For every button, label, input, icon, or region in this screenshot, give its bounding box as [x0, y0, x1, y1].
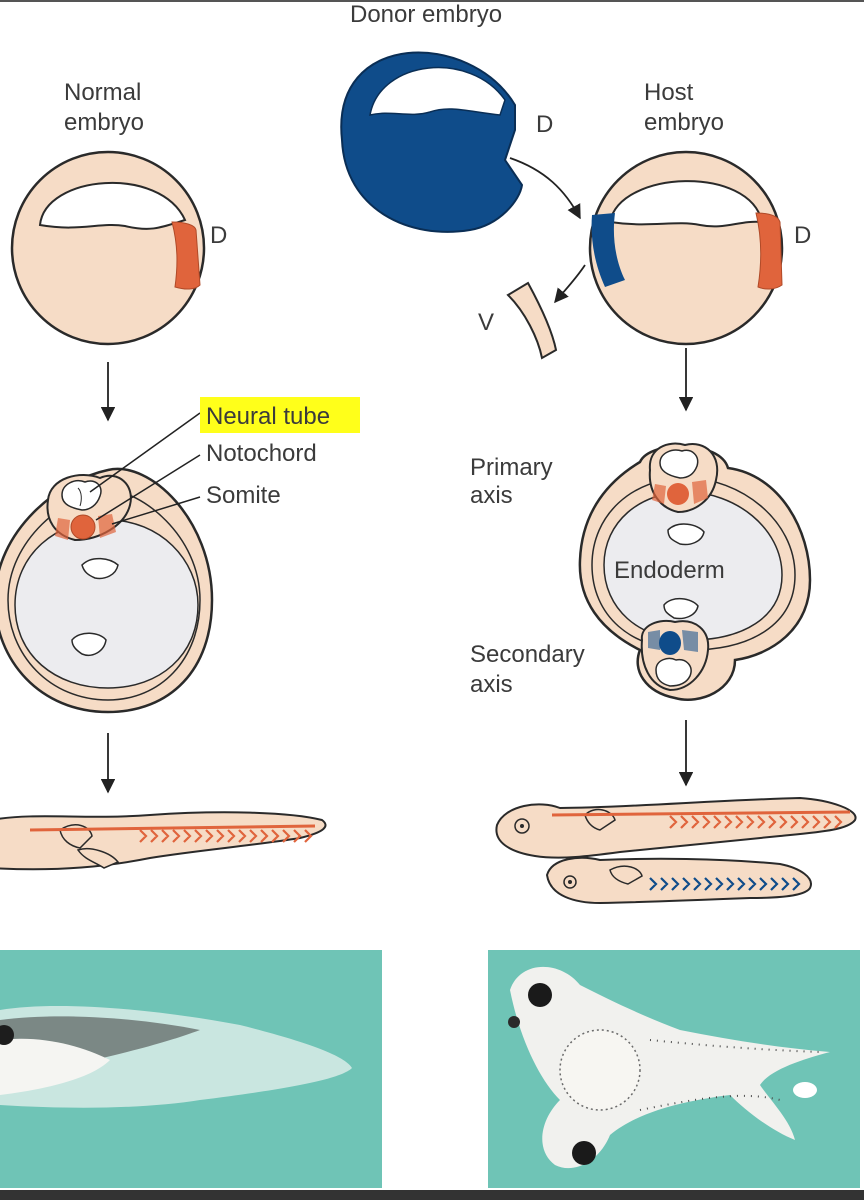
somite-label: Somite — [206, 482, 281, 509]
normal-tadpole — [0, 811, 327, 871]
host-embryo-label-2: embryo — [644, 109, 724, 136]
donor-embryo-label: Donor embryo — [350, 1, 502, 28]
secondary-axis-label-2: axis — [470, 671, 513, 698]
ventral-fragment — [506, 281, 558, 360]
notochord-label: Notochord — [206, 440, 317, 467]
top-border — [0, 0, 864, 2]
host-d-label: D — [794, 222, 811, 249]
normal-embryo-label-1: Normal — [64, 79, 141, 106]
endoderm-label: Endoderm — [614, 557, 725, 584]
neural-tube-highlight — [200, 397, 360, 433]
twin-tadpoles — [495, 796, 857, 905]
bottom-border — [0, 1190, 864, 1200]
photo-twin-tadpole — [488, 950, 860, 1188]
normal-embryo-label-2: embryo — [64, 109, 144, 136]
pointer-notochord — [95, 454, 201, 521]
remove-arrow — [554, 264, 586, 304]
pointer-somite — [111, 496, 201, 525]
normal-cross-section — [0, 467, 214, 714]
host-embryo — [588, 150, 784, 346]
normal-embryo — [10, 150, 206, 346]
host-embryo-label-1: Host — [644, 79, 694, 106]
labels: Donor embryo Normal embryo Host embryo D… — [64, 1, 811, 698]
neural-tube-label: Neural tube — [206, 403, 330, 430]
transplant-arrow — [509, 157, 581, 220]
host-cross-section — [578, 442, 812, 701]
pointer-neural-tube — [89, 412, 201, 493]
secondary-axis-label-1: Secondary — [470, 641, 585, 668]
label-pointers — [89, 412, 201, 525]
donor-embryo — [340, 51, 524, 233]
photo-normal-tadpole — [0, 950, 382, 1188]
normal-d-label: D — [210, 222, 227, 249]
primary-axis-label-1: Primary — [470, 454, 553, 481]
ventral-v-label: V — [478, 309, 494, 336]
arrows — [100, 157, 694, 794]
donor-d-label: D — [536, 111, 553, 138]
primary-axis-label-2: axis — [470, 482, 513, 509]
